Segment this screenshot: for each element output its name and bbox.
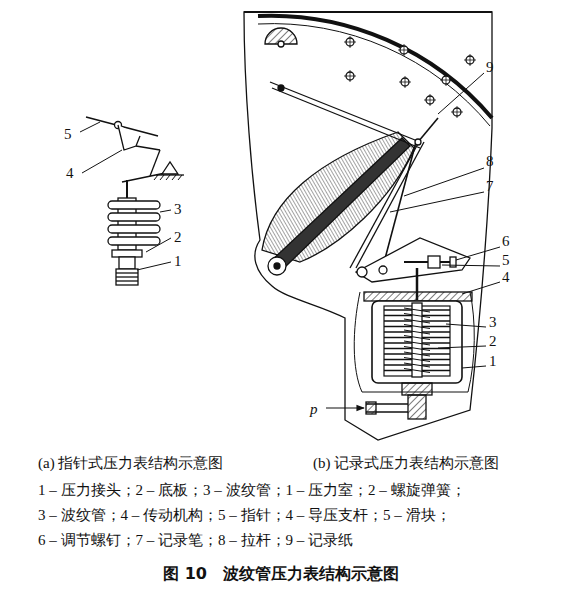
- pointer-gauge: [80, 117, 184, 285]
- callout-number: 1: [174, 252, 182, 270]
- callout-number: p: [310, 400, 318, 418]
- callout-number: 5: [64, 125, 72, 143]
- parts-key: 3 – 波纹管；4 – 传动机构；5 – 指针；4 – 导压支杆；5 – 滑块；: [38, 506, 451, 524]
- callout-number: 4: [502, 268, 510, 286]
- callout-number: 3: [489, 313, 497, 331]
- callout-number: 2: [174, 228, 182, 246]
- parts-key: 1 – 压力接头；2 – 底板；3 – 波纹管；1 – 压力室；2 – 螺旋弹簧…: [38, 481, 466, 499]
- callout-number: 2: [489, 332, 497, 350]
- callout-number: 7: [486, 177, 494, 195]
- callout-number: 9: [486, 58, 494, 76]
- callout-number: 5: [502, 251, 510, 269]
- figure-caption: 图 10 波纹管压力表结构示意图: [0, 564, 562, 584]
- callout-number: 3: [174, 200, 182, 218]
- callout-number: 6: [502, 232, 510, 250]
- callout-number: 1: [489, 352, 497, 370]
- parts-key: 6 – 调节螺钉；7 – 记录笔；8 – 拉杆；9 – 记录纸: [38, 531, 353, 549]
- callout-number: 8: [486, 152, 494, 170]
- subfigure-title: (b) 记录式压力表结构示意图: [313, 454, 499, 472]
- recording-gauge: [244, 12, 500, 440]
- subfigure-title: (a) 指针式压力表结构示意图: [38, 454, 223, 472]
- callout-number: 4: [66, 164, 74, 182]
